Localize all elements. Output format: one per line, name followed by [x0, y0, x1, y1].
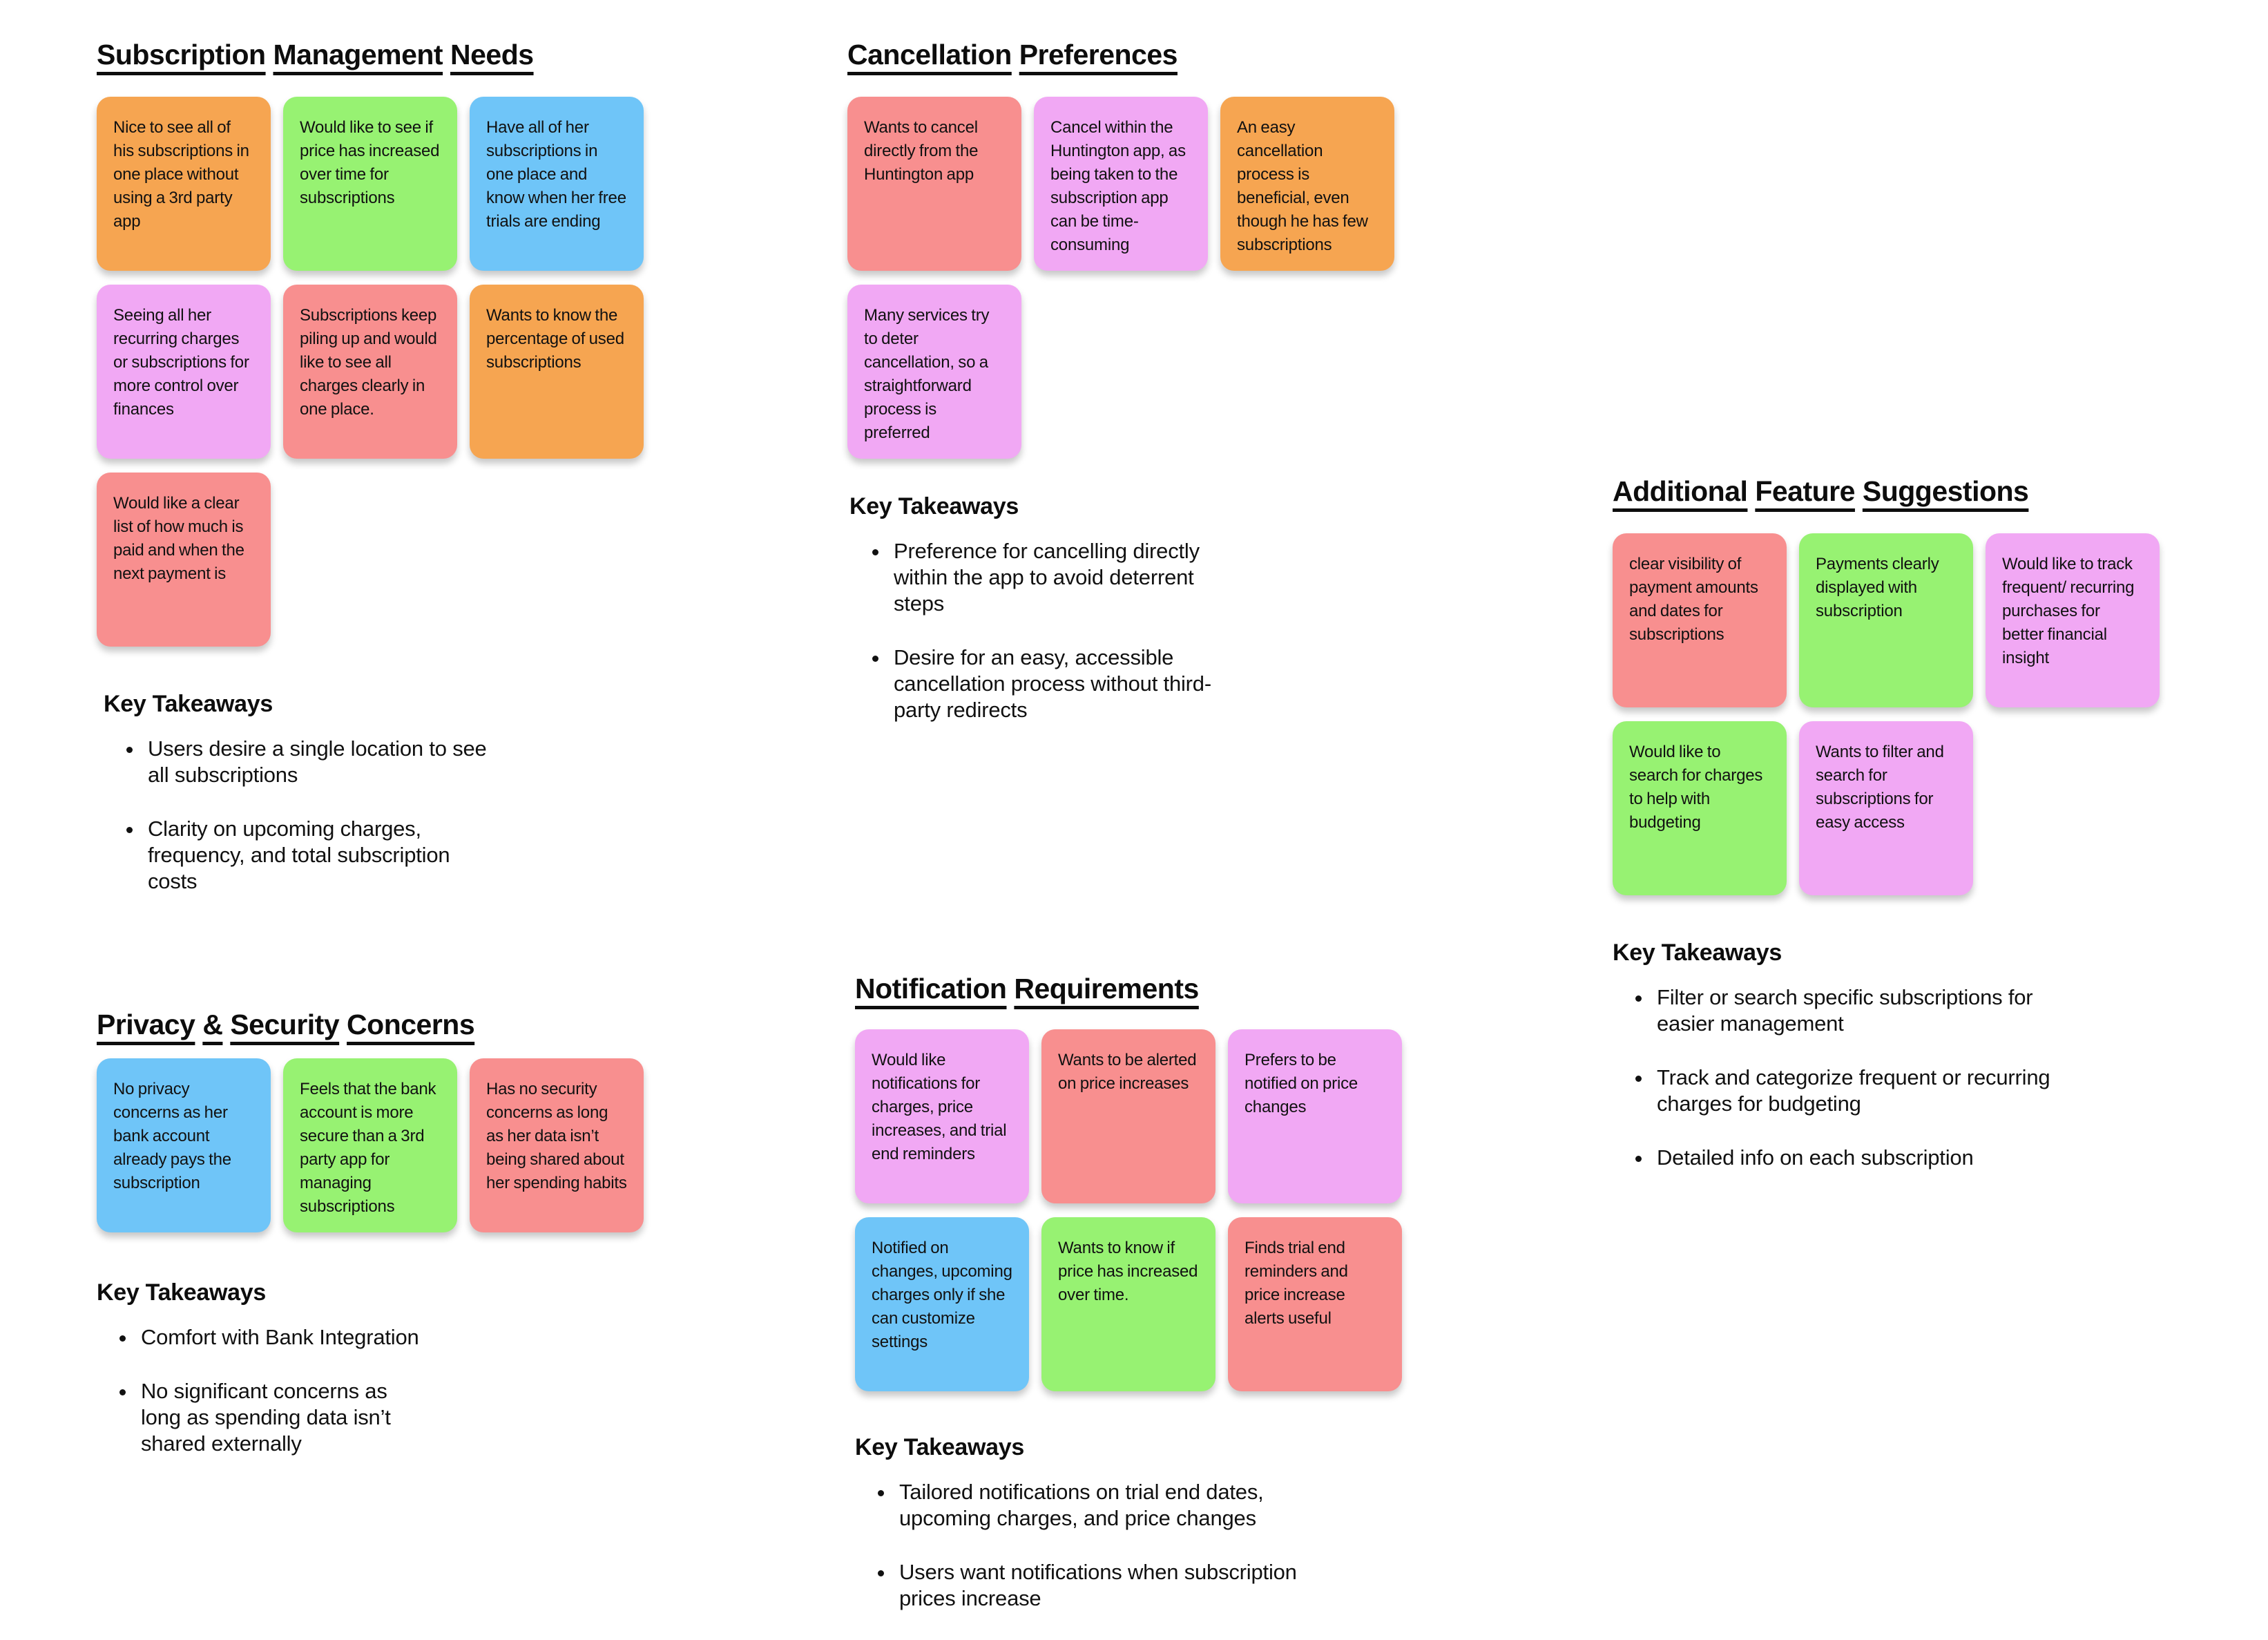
key-takeaways-heading: Key Takeaways	[104, 691, 273, 717]
key-takeaways-list: Tailored notifications on trial end date…	[855, 1479, 1297, 1612]
key-takeaways-additional-feature-suggestions[interactable]: Key TakeawaysFilter or search specific s…	[1613, 940, 2068, 1171]
sticky-note[interactable]: Wants to know if price has increased ove…	[1041, 1217, 1215, 1391]
sticky-note-text: Finds trial end reminders and price incr…	[1244, 1239, 1348, 1328]
takeaway-item: Desire for an easy, accessible cancellat…	[890, 645, 1236, 723]
key-takeaways-list: Users desire a single location to see al…	[104, 736, 490, 895]
takeaway-item: Tailored notifications on trial end date…	[895, 1479, 1297, 1532]
sticky-note[interactable]: Payments clearly displayed with subscrip…	[1799, 533, 1973, 707]
sticky-note-text: Nice to see all of his subscriptions in …	[113, 118, 249, 231]
section-title-word: Preferences	[1019, 39, 1178, 70]
takeaway-item: Preference for cancelling directly withi…	[890, 538, 1236, 617]
sticky-note-text: Notified on changes, upcoming charges on…	[872, 1239, 1012, 1351]
sticky-note[interactable]: No privacy concerns as her bank account …	[97, 1058, 271, 1232]
key-takeaways-privacy-security-concerns[interactable]: Key TakeawaysComfort with Bank Integrati…	[97, 1279, 428, 1457]
takeaway-item: Track and categorize frequent or recurri…	[1653, 1065, 2068, 1117]
key-takeaways-heading: Key Takeaways	[849, 493, 1019, 519]
section-title-word: Feature	[1755, 475, 1855, 507]
section-title-word: &	[202, 1009, 223, 1040]
key-takeaways-cancellation-preferences[interactable]: Key TakeawaysPreference for cancelling d…	[849, 493, 1236, 723]
key-takeaways-list: Comfort with Bank Integration No signific…	[97, 1324, 428, 1457]
takeaway-item: No significant concerns as long as spend…	[137, 1378, 428, 1457]
sticky-note[interactable]: Feels that the bank account is more secu…	[283, 1058, 457, 1232]
key-takeaways-subscription-management[interactable]: Key TakeawaysUsers desire a single locat…	[104, 691, 490, 895]
sticky-note[interactable]: Would like notifications for charges, pr…	[855, 1029, 1029, 1203]
sticky-note[interactable]: Prefers to be notified on price changes	[1228, 1029, 1402, 1203]
key-takeaways-heading: Key Takeaways	[97, 1279, 266, 1306]
section-title-additional-feature-suggestions[interactable]: Additional Feature Suggestions	[1613, 475, 2029, 508]
sticky-note-text: Would like a clear list of how much is p…	[113, 494, 244, 583]
section-title-privacy-security-concerns[interactable]: Privacy & Security Concerns	[97, 1009, 475, 1041]
sticky-note[interactable]: Would like to track frequent/ recurring …	[1986, 533, 2160, 707]
section-title-notification-requirements[interactable]: Notification Requirements	[855, 973, 1199, 1005]
sticky-note[interactable]: Seeing all her recurring charges or subs…	[97, 285, 271, 459]
sticky-note-text: Feels that the bank account is more secu…	[300, 1080, 436, 1216]
takeaway-item: Clarity on upcoming charges, frequency, …	[144, 816, 490, 895]
sticky-note-text: Wants to be alerted on price increases	[1058, 1051, 1197, 1093]
section-title-word: Subscription	[97, 39, 266, 70]
sticky-note[interactable]: Wants to be alerted on price increases	[1041, 1029, 1215, 1203]
sticky-note-text: Prefers to be notified on price changes	[1244, 1051, 1358, 1116]
sticky-note-text: Wants to filter and search for subscript…	[1816, 743, 1944, 832]
sticky-note[interactable]: Have all of her subscriptions in one pla…	[470, 97, 644, 271]
sticky-note-text: Many services try to deter cancellation,…	[864, 306, 990, 442]
key-takeaways-heading: Key Takeaways	[1613, 940, 1782, 966]
sticky-note-text: Would like to see if price has increased…	[300, 118, 440, 207]
section-title-word: Notification	[855, 973, 1007, 1004]
section-title-cancellation-preferences[interactable]: Cancellation Preferences	[847, 39, 1178, 71]
section-title-subscription-management[interactable]: Subscription Management Needs	[97, 39, 534, 71]
sticky-note-text: Would like to search for charges to help…	[1629, 743, 1763, 832]
sticky-note-text: Wants to cancel directly from the Huntin…	[864, 118, 979, 184]
sticky-note-text: Payments clearly displayed with subscrip…	[1816, 555, 1939, 620]
section-title-word: Additional	[1613, 475, 1748, 507]
sticky-note-text: Has no security concerns as long as her …	[486, 1080, 627, 1192]
sticky-note-text: Seeing all her recurring charges or subs…	[113, 306, 249, 419]
takeaway-item: Comfort with Bank Integration	[137, 1324, 428, 1351]
sticky-note-text: No privacy concerns as her bank account …	[113, 1080, 231, 1192]
section-title-word: Security	[230, 1009, 340, 1040]
sticky-note[interactable]: Subscriptions keep piling up and would l…	[283, 285, 457, 459]
sticky-note[interactable]: An easy cancellation process is benefici…	[1220, 97, 1394, 271]
sticky-note-text: Cancel within the Huntington app, as bei…	[1050, 118, 1186, 254]
key-takeaways-list: Preference for cancelling directly withi…	[849, 538, 1236, 723]
sticky-note[interactable]: Nice to see all of his subscriptions in …	[97, 97, 271, 271]
sticky-note-text: Would like to track frequent/ recurring …	[2002, 555, 2135, 667]
takeaway-item: Detailed info on each subscription	[1653, 1145, 2068, 1171]
sticky-note[interactable]: Would like a clear list of how much is p…	[97, 473, 271, 647]
sticky-note[interactable]: Finds trial end reminders and price incr…	[1228, 1217, 1402, 1391]
sticky-note-text: Subscriptions keep piling up and would l…	[300, 306, 437, 419]
section-title-word: Suggestions	[1862, 475, 2029, 507]
section-title-word: Concerns	[347, 1009, 475, 1040]
section-title-word: Privacy	[97, 1009, 195, 1040]
sticky-note[interactable]: Wants to know the percentage of used sub…	[470, 285, 644, 459]
sticky-note[interactable]: Would like to see if price has increased…	[283, 97, 457, 271]
takeaway-item: Users desire a single location to see al…	[144, 736, 490, 788]
sticky-note[interactable]: Has no security concerns as long as her …	[470, 1058, 644, 1232]
sticky-note[interactable]: Wants to cancel directly from the Huntin…	[847, 97, 1021, 271]
section-title-word: Needs	[450, 39, 534, 70]
sticky-note[interactable]: Many services try to deter cancellation,…	[847, 285, 1021, 459]
sticky-note[interactable]: clear visibility of payment amounts and …	[1613, 533, 1787, 707]
section-title-word: Cancellation	[847, 39, 1012, 70]
takeaway-item: Filter or search specific subscriptions …	[1653, 984, 2068, 1037]
takeaway-item: Users want notifications when subscripti…	[895, 1559, 1297, 1612]
section-title-word: Management	[273, 39, 443, 70]
section-title-word: Requirements	[1014, 973, 1199, 1004]
sticky-note-text: Wants to know the percentage of used sub…	[486, 306, 624, 372]
key-takeaways-notification-requirements[interactable]: Key TakeawaysTailored notifications on t…	[855, 1434, 1297, 1612]
sticky-note-text: An easy cancellation process is benefici…	[1237, 118, 1368, 254]
sticky-note[interactable]: Notified on changes, upcoming charges on…	[855, 1217, 1029, 1391]
sticky-note-text: Would like notifications for charges, pr…	[872, 1051, 1007, 1163]
sticky-note-text: Have all of her subscriptions in one pla…	[486, 118, 626, 231]
key-takeaways-list: Filter or search specific subscriptions …	[1613, 984, 2068, 1171]
sticky-note[interactable]: Wants to filter and search for subscript…	[1799, 721, 1973, 895]
sticky-note-text: Wants to know if price has increased ove…	[1058, 1239, 1198, 1304]
sticky-note[interactable]: Would like to search for charges to help…	[1613, 721, 1787, 895]
sticky-note-text: clear visibility of payment amounts and …	[1629, 555, 1758, 644]
sticky-note[interactable]: Cancel within the Huntington app, as bei…	[1034, 97, 1208, 271]
key-takeaways-heading: Key Takeaways	[855, 1434, 1024, 1460]
